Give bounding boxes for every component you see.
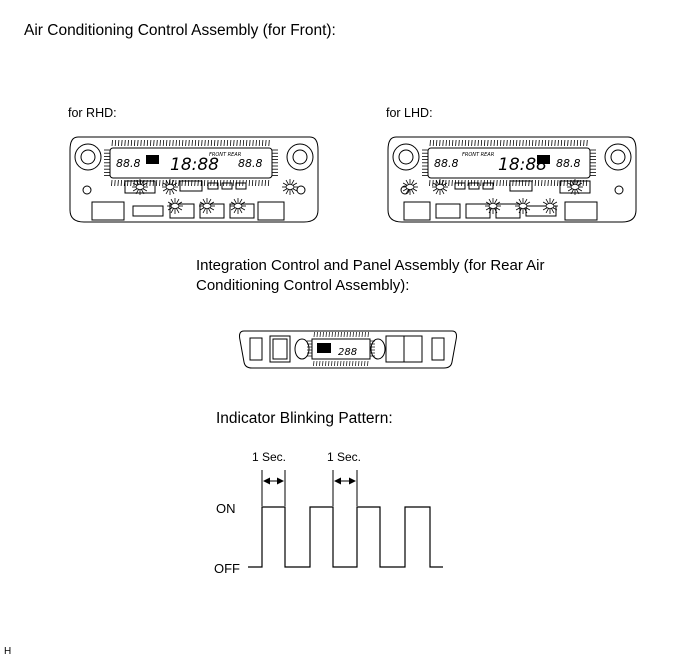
rear-display-value: 288: [338, 347, 357, 358]
lcd-front-rear-rhd: FRONT REAR: [209, 152, 241, 158]
fan-bars-icon: [146, 155, 159, 164]
blink-rays-rear: [307, 331, 375, 367]
rhd-label: for RHD:: [68, 106, 117, 120]
rear-lcd: 288: [317, 343, 357, 358]
rear-panel-caption: Integration Control and Panel Assembly (…: [196, 257, 545, 294]
lcd-temp-right-rhd: 88.8: [238, 157, 263, 170]
blink-rays-rhd: [104, 139, 278, 187]
on-label: ON: [216, 501, 236, 516]
lcd-clock-lhd: 18:88: [498, 155, 547, 175]
lcd-front-rear-lhd: FRONT REAR: [462, 152, 494, 158]
lcd-temp-right-lhd: 88.8: [556, 157, 581, 170]
lcd-temp-left-lhd: 88.8: [434, 157, 459, 170]
page-title: Air Conditioning Control Assembly (for F…: [24, 22, 336, 39]
lcd-clock-rhd: 18:88: [170, 155, 219, 175]
lcd-display-lhd: 88.8 FRONT REAR 18:88 88.8: [434, 152, 581, 175]
fan-bars-icon: [537, 155, 550, 164]
off-label: OFF: [214, 561, 240, 576]
lcd-display-rhd: 88.8 18:88 FRONT REAR 88.8: [116, 152, 263, 175]
period-markers: [261, 470, 358, 506]
period-label-1: 1 Sec.: [252, 450, 287, 464]
period-label-2: 1 Sec.: [327, 450, 362, 464]
lhd-label: for LHD:: [386, 106, 433, 120]
figure-code: H: [4, 646, 12, 657]
blinking-indicators-rhd: [132, 179, 298, 214]
blink-waveform: [248, 506, 443, 568]
blink-pattern-caption: Indicator Blinking Pattern:: [216, 410, 393, 427]
rear-control-panel: [239, 330, 457, 369]
blinking-indicators-lhd: [402, 179, 583, 214]
lcd-temp-left-rhd: 88.8: [116, 157, 141, 170]
rear-mode-icon: [317, 343, 331, 353]
